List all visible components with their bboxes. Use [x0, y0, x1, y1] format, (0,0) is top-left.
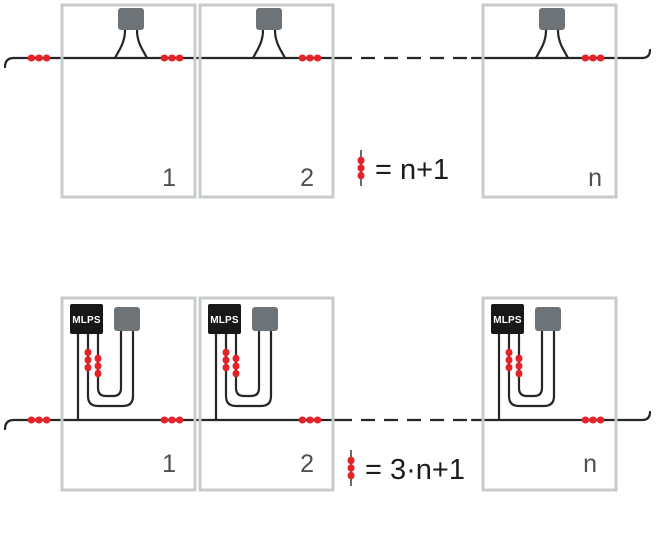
loop-wire-inner	[517, 329, 544, 398]
mlps-module-label: MLPS	[72, 315, 101, 326]
loop-wire-outer	[507, 329, 556, 408]
bus-wire-left	[3, 418, 340, 431]
bus-wire-left	[3, 56, 340, 69]
connector-icon	[27, 54, 51, 62]
component-body-icon	[252, 307, 278, 331]
bottom-diagram: MLPS 1 MLPS 2 MLPS	[3, 296, 652, 492]
bus-wire-right	[470, 48, 652, 60]
connector-icon	[232, 354, 240, 378]
loop-wire-inner	[234, 329, 261, 398]
connector-icon	[94, 354, 102, 378]
connector-icon	[27, 416, 51, 424]
component-body-icon	[535, 307, 561, 331]
node-component	[534, 8, 570, 60]
connector-icon	[347, 456, 355, 480]
component-body-icon	[539, 8, 565, 30]
system-box-2	[198, 296, 335, 492]
box-label: n	[588, 164, 602, 192]
component-leads	[251, 28, 287, 60]
component-body-icon	[118, 8, 144, 30]
system-box-1	[60, 3, 197, 199]
mlps-module	[491, 304, 524, 334]
connector-icon	[160, 416, 184, 424]
connector-icon	[160, 54, 184, 62]
bus-wire-right	[470, 410, 652, 422]
connector-icon	[298, 54, 322, 62]
box-label: 2	[300, 450, 314, 478]
connector-icon	[581, 54, 605, 62]
mlps-module	[70, 304, 103, 334]
component-body-icon	[256, 8, 282, 30]
top-legend: = n+1	[357, 150, 449, 186]
connector-icon	[222, 348, 230, 372]
mlps-node: MLPS 1	[70, 304, 184, 478]
loop-wire-inner	[96, 329, 123, 398]
component-leads	[534, 28, 570, 60]
loop-wire-outer	[86, 329, 135, 408]
component-body-icon	[114, 307, 140, 331]
box-label: 2	[300, 164, 314, 192]
component-leads	[113, 28, 149, 60]
connector-icon	[357, 156, 365, 180]
legend-text: = 3·n+1	[365, 454, 465, 486]
mlps-module-label: MLPS	[493, 315, 522, 326]
bottom-legend: = 3·n+1	[347, 450, 465, 486]
connector-icon	[298, 416, 322, 424]
system-box-1	[60, 296, 197, 492]
box-label: 1	[162, 450, 176, 478]
mlps-node: MLPS 2	[208, 304, 322, 478]
mlps-module-label: MLPS	[210, 315, 239, 326]
box-label: 1	[162, 164, 176, 192]
top-diagram: 1 2 n = n+1	[3, 3, 652, 199]
node-component	[113, 8, 149, 60]
mlps-module	[208, 304, 241, 334]
mlps-node: MLPS n	[491, 304, 605, 478]
legend-text: = n+1	[375, 154, 449, 186]
system-box-n	[481, 296, 618, 492]
connector-icon	[581, 416, 605, 424]
node-component	[251, 8, 287, 60]
system-box-2	[198, 3, 335, 199]
loop-wire-outer	[224, 329, 273, 408]
connector-icon	[84, 348, 92, 372]
connector-icon	[515, 354, 523, 378]
system-box-n	[481, 3, 618, 199]
box-label: n	[583, 450, 597, 478]
connector-icon	[505, 348, 513, 372]
